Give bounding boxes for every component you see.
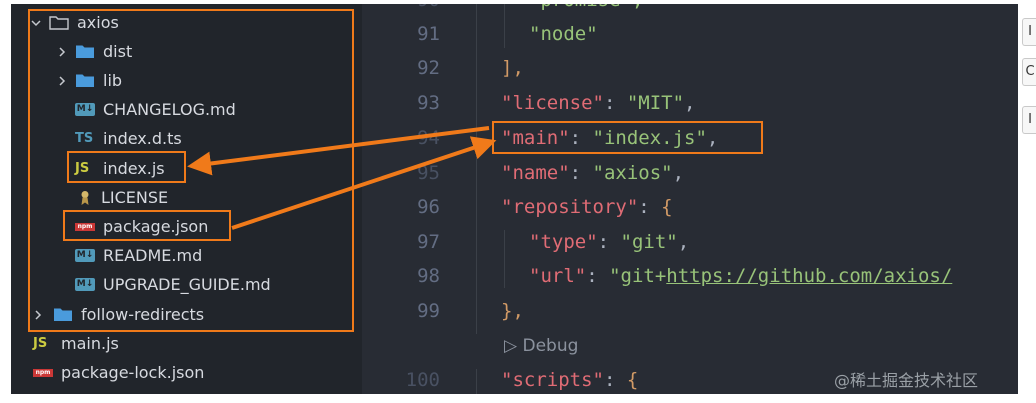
folder-icon	[54, 308, 72, 321]
tree-item-axios[interactable]: axios	[11, 8, 362, 37]
url-link[interactable]: https://github.com/axios/	[666, 265, 953, 287]
indent-guide	[504, 4, 505, 48]
tree-item-lib[interactable]: lib	[11, 66, 362, 95]
tree-item-dist[interactable]: dist	[11, 37, 362, 66]
side-toolbar-button[interactable]: C	[1022, 58, 1036, 86]
chevron-right-icon[interactable]	[55, 74, 69, 88]
line-number: 92	[417, 57, 440, 79]
npm-icon: npm	[33, 368, 53, 377]
tree-item-changelog[interactable]: M↓ CHANGELOG.md	[11, 95, 362, 124]
tree-item-label: main.js	[61, 334, 119, 353]
indent-guide	[504, 230, 505, 288]
tree-item-follow-redirects[interactable]: follow-redirects	[11, 300, 362, 329]
line-number: 99	[417, 300, 440, 322]
javascript-icon: JS	[75, 161, 90, 176]
tree-item-main-js[interactable]: JS main.js	[11, 329, 362, 358]
code-line-97: "type": "git",	[529, 231, 690, 253]
code-line-93: "license": "MIT",	[501, 92, 696, 114]
line-number: 98	[417, 265, 440, 287]
indent-guide	[476, 369, 477, 394]
screenshot: axios dist lib M↓ CHANGELOG.md	[11, 4, 1018, 394]
folder-icon	[76, 74, 94, 87]
chevron-right-icon[interactable]	[55, 45, 69, 59]
folder-icon	[76, 45, 94, 58]
tree-item-index-js[interactable]: JS index.js	[11, 154, 362, 183]
chevron-right-icon[interactable]	[31, 308, 45, 322]
tree-item-readme[interactable]: M↓ README.md	[11, 241, 362, 270]
arrow-main-to-index-js	[187, 126, 490, 176]
typescript-icon: TS	[75, 131, 94, 146]
tree-item-label: package.json	[103, 217, 209, 236]
side-toolbar-button[interactable]: I	[1022, 18, 1036, 46]
license-icon	[75, 190, 95, 206]
tree-item-label: lib	[103, 71, 123, 90]
javascript-icon: JS	[33, 336, 48, 351]
line-number: 97	[417, 231, 440, 253]
line-number: 95	[417, 162, 440, 184]
debug-codelens[interactable]: ▷ Debug	[504, 336, 579, 356]
tree-item-label: index.d.ts	[103, 129, 182, 148]
markdown-icon: M↓	[75, 249, 95, 262]
tree-item-label: LICENSE	[101, 188, 169, 207]
line-number: 93	[417, 92, 440, 114]
chevron-down-icon[interactable]	[29, 16, 43, 30]
code-line-95: "name": "axios",	[501, 162, 685, 184]
tree-item-package-lock[interactable]: npm package-lock.json	[11, 358, 362, 387]
line-number: 96	[417, 196, 440, 218]
tree-item-label: follow-redirects	[81, 305, 205, 324]
code-line-94: "main": "index.js",	[501, 127, 719, 149]
code-line-100: "scripts": {	[501, 369, 639, 391]
npm-icon: npm	[75, 222, 95, 231]
tree-item-label: index.js	[103, 159, 165, 178]
line-number: 90	[362, 4, 440, 12]
tree-item-label: dist	[103, 42, 133, 61]
code-editor[interactable]: 90 "promise", 91 "node" 92 ], 93 "licens…	[362, 4, 1018, 394]
code-line-98: "url": "git+https://github.com/axios/	[529, 265, 953, 287]
code-line-96: "repository": {	[501, 196, 673, 218]
line-number: 91	[417, 23, 440, 45]
markdown-icon: M↓	[75, 103, 95, 116]
indent-guide	[476, 4, 477, 334]
folder-open-icon	[49, 16, 69, 30]
tree-item-upgrade-guide[interactable]: M↓ UPGRADE_GUIDE.md	[11, 270, 362, 299]
arrow-package-json-to-main	[231, 136, 497, 230]
code-line-partial: "promise",	[529, 4, 643, 12]
tree-item-label: package-lock.json	[61, 363, 205, 382]
side-toolbar-button[interactable]: I	[1022, 106, 1036, 134]
line-number: 94	[417, 127, 440, 149]
annotation-arrows	[187, 126, 497, 230]
line-number: 100	[405, 369, 440, 391]
tree-item-label: CHANGELOG.md	[103, 100, 236, 119]
tree-item-package-json[interactable]: npm package.json	[11, 212, 362, 241]
code-line-91: "node"	[529, 23, 598, 45]
code-line-99: },	[501, 300, 524, 322]
tree-item-license[interactable]: LICENSE	[11, 183, 362, 212]
markdown-icon: M↓	[75, 278, 95, 291]
code-line-92: ],	[501, 57, 524, 79]
tree-item-label: README.md	[103, 246, 203, 265]
tree-item-label: axios	[77, 13, 119, 32]
tree-item-label: UPGRADE_GUIDE.md	[103, 275, 271, 294]
tree-item-index-d-ts[interactable]: TS index.d.ts	[11, 124, 362, 153]
side-toolbar: I C I	[1018, 0, 1036, 403]
watermark: @稀土掘金技术社区	[834, 371, 979, 390]
